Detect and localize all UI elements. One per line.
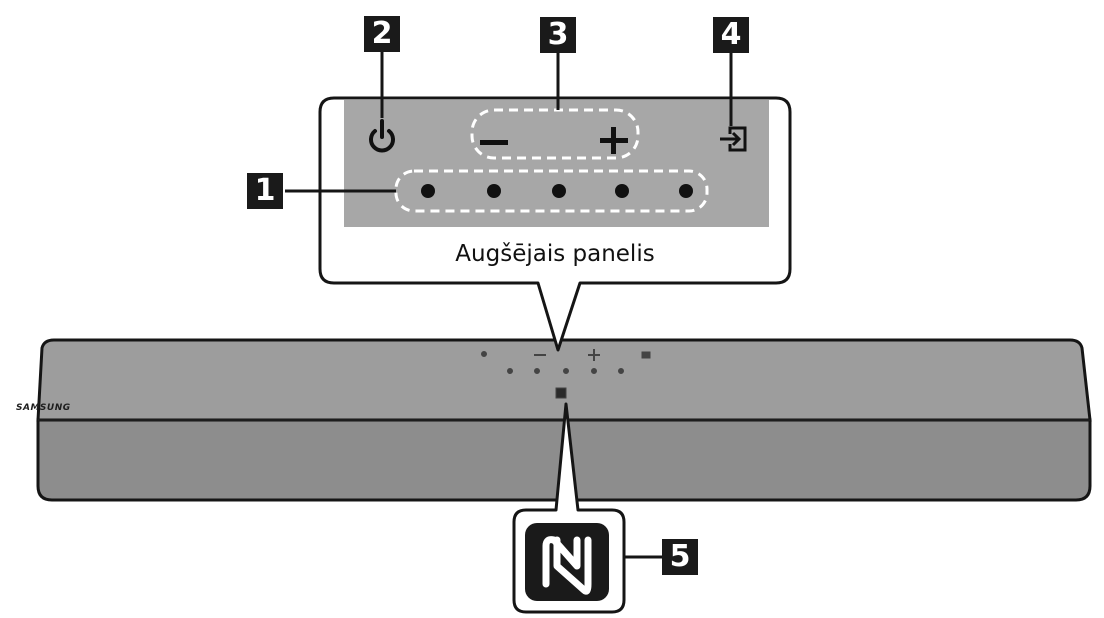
led-indicator: [421, 184, 435, 198]
led-indicator: [679, 184, 693, 198]
top-panel-surface: [344, 100, 769, 227]
device-power-mark: [481, 351, 487, 357]
device-led-2: [534, 368, 540, 374]
minus-icon[interactable]: [480, 140, 508, 145]
led-indicator: [615, 184, 629, 198]
led-indicators: [421, 184, 693, 198]
device-nfc-mark: [555, 387, 567, 399]
source-input-icon[interactable]: [720, 126, 747, 152]
device-led-1: [507, 368, 513, 374]
device-source-mark: [641, 351, 651, 359]
power-icon[interactable]: [369, 119, 395, 153]
led-indicator: [487, 184, 501, 198]
led-indicator: [552, 184, 566, 198]
callout-number-1: 1: [247, 173, 283, 209]
top-panel-label: Augšējais panelis: [455, 241, 655, 267]
callout-number-3: 3: [540, 17, 576, 53]
soundbar-top: [36, 338, 1092, 422]
device-led-3: [563, 368, 569, 374]
device-top-controls: [481, 349, 651, 399]
callout-number-5: 5: [662, 539, 698, 575]
callout-number-4: 4: [713, 17, 749, 53]
led-group-outline: [394, 169, 709, 213]
nfc-icon: [525, 523, 609, 601]
volume-group-outline: [470, 108, 640, 160]
callout-number-2: 2: [364, 16, 400, 52]
brand-logo-text: SAMSUNG: [16, 403, 71, 413]
device-led-5: [618, 368, 624, 374]
device-led-4: [591, 368, 597, 374]
leader-lines: [285, 52, 733, 559]
plus-icon[interactable]: [600, 127, 628, 154]
